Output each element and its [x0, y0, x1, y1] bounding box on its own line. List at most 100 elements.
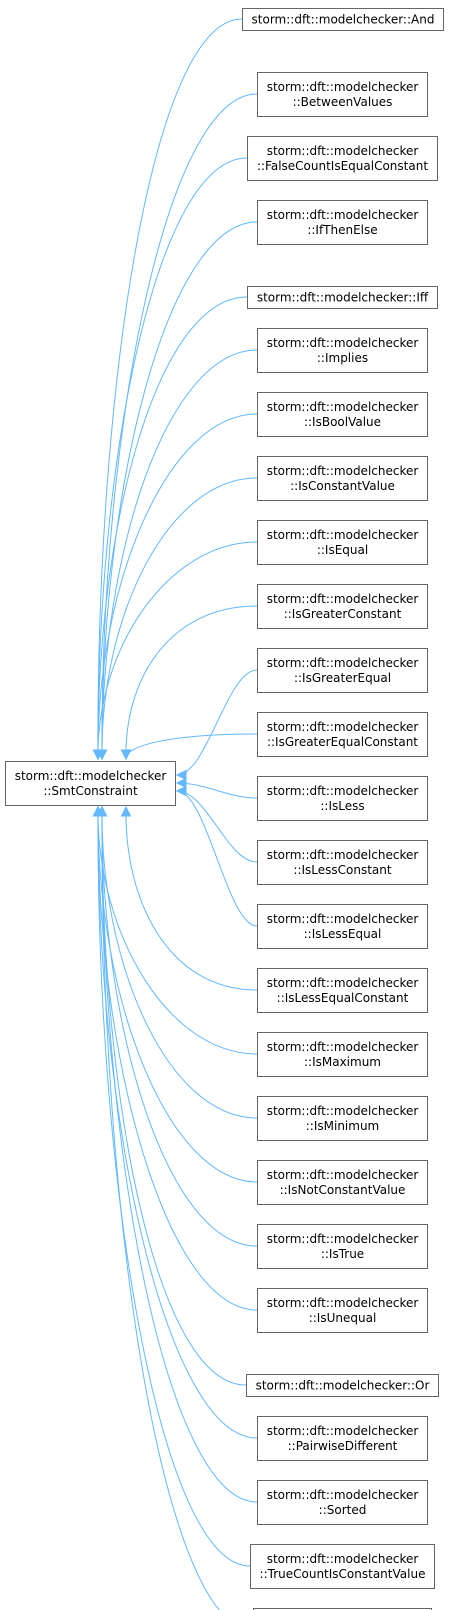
class-node-is-maximum-label-line-1: storm::dft::modelchecker: [267, 1040, 419, 1054]
class-node-sorted-box: [257, 1480, 428, 1525]
class-node-if-then-else[interactable]: storm::dft::modelchecker::IfThenElse: [257, 200, 428, 245]
class-node-is-constant-value[interactable]: storm::dft::modelchecker::IsConstantValu…: [257, 456, 428, 501]
class-node-is-not-constant-value[interactable]: storm::dft::modelchecker::IsNotConstantV…: [257, 1160, 428, 1205]
inheritance-edge-is-constant-value: [101, 477, 258, 760]
class-node-is-constant-value-box: [257, 456, 428, 501]
class-node-iff-label-line-1: storm::dft::modelchecker::Iff: [257, 291, 429, 305]
class-node-is-maximum[interactable]: storm::dft::modelchecker::IsMaximum: [257, 1032, 428, 1077]
class-node-is-unequal-box: [257, 1288, 428, 1333]
class-node-is-greater-equal-label-line-1: storm::dft::modelchecker: [267, 656, 419, 670]
inheritance-edge-false-count-is-equal-constant: [97, 157, 248, 760]
class-node-sorted-label-line-2: ::Sorted: [319, 1503, 367, 1517]
class-node-iff-box: [247, 286, 438, 309]
class-node-is-true[interactable]: storm::dft::modelchecker::IsTrue: [257, 1224, 428, 1269]
class-node-is-greater-equal-constant-label-line-2: ::IsGreaterEqualConstant: [267, 735, 418, 749]
class-node-pairwise-different-label-line-2: ::PairwiseDifferent: [288, 1439, 398, 1453]
class-nodes: storm::dft::modelchecker::SmtConstraints…: [5, 8, 444, 1610]
class-node-is-equal-label-line-2: ::IsEqual: [317, 543, 368, 557]
inheritance-edge-is-maximum: [97, 806, 258, 1055]
class-node-is-less-equal-constant-box: [257, 968, 428, 1013]
class-node-is-less-equal-constant-label-line-1: storm::dft::modelchecker: [267, 976, 419, 990]
class-node-is-less-equal-constant-label-line-2: ::IsLessEqualConstant: [277, 991, 409, 1005]
class-node-is-less-label-line-2: ::IsLess: [320, 799, 364, 813]
inheritance-edge-is-less: [176, 782, 258, 799]
class-node-is-maximum-box: [257, 1032, 428, 1077]
class-node-implies-box: [257, 328, 428, 373]
class-node-is-greater-equal[interactable]: storm::dft::modelchecker::IsGreaterEqual: [257, 648, 428, 693]
class-node-true-count-is-constant-value-box: [250, 1544, 435, 1589]
class-node-is-less[interactable]: storm::dft::modelchecker::IsLess: [257, 776, 428, 821]
inheritance-edge-is-greater-equal-constant: [125, 733, 258, 760]
base-class-node-label-line-1: storm::dft::modelchecker: [15, 769, 167, 783]
class-node-is-greater-constant-label-line-2: ::IsGreaterConstant: [284, 607, 402, 621]
base-class-node-label-line-2: ::SmtConstraint: [43, 784, 138, 798]
class-node-is-not-constant-value-box: [257, 1160, 428, 1205]
inheritance-edge-is-less-constant: [176, 790, 258, 863]
class-node-is-less-equal[interactable]: storm::dft::modelchecker::IsLessEqual: [257, 904, 428, 949]
base-class-node-box: [5, 761, 176, 806]
class-node-is-less-equal-label-line-1: storm::dft::modelchecker: [267, 912, 419, 926]
base-class-node[interactable]: storm::dft::modelchecker::SmtConstraint: [5, 761, 176, 806]
class-node-is-less-constant-label-line-2: ::IsLessConstant: [293, 863, 391, 877]
class-node-or-box: [246, 1374, 439, 1397]
class-node-is-less-equal-constant[interactable]: storm::dft::modelchecker::IsLessEqualCon…: [257, 968, 428, 1013]
class-node-is-not-constant-value-label-line-2: ::IsNotConstantValue: [280, 1183, 406, 1197]
class-node-between-values[interactable]: storm::dft::modelchecker::BetweenValues: [257, 72, 428, 117]
class-node-is-greater-constant-box: [257, 584, 428, 629]
inheritance-arrowhead-is-less: [175, 777, 187, 789]
class-node-false-count-is-equal-constant-label-line-1: storm::dft::modelchecker: [267, 144, 419, 158]
inheritance-edge-iff: [97, 296, 248, 760]
inheritance-arrowhead-is-less-equal-constant: [120, 805, 132, 817]
class-node-implies-label-line-1: storm::dft::modelchecker: [267, 336, 419, 350]
class-node-between-values-box: [257, 72, 428, 117]
inheritance-edges: [92, 18, 258, 1610]
inheritance-arrowhead-true-count-is-less-constant: [96, 805, 108, 817]
class-node-or-label-line-1: storm::dft::modelchecker::Or: [256, 1379, 430, 1393]
class-node-is-greater-constant[interactable]: storm::dft::modelchecker::IsGreaterConst…: [257, 584, 428, 629]
class-node-pairwise-different-label-line-1: storm::dft::modelchecker: [267, 1424, 419, 1438]
class-node-and[interactable]: storm::dft::modelchecker::And: [242, 8, 444, 31]
class-node-implies[interactable]: storm::dft::modelchecker::Implies: [257, 328, 428, 373]
inheritance-edge-true-count-is-constant-value: [97, 806, 251, 1567]
class-node-is-bool-value[interactable]: storm::dft::modelchecker::IsBoolValue: [257, 392, 428, 437]
class-node-sorted[interactable]: storm::dft::modelchecker::Sorted: [257, 1480, 428, 1525]
class-node-is-bool-value-box: [257, 392, 428, 437]
class-node-is-minimum[interactable]: storm::dft::modelchecker::IsMinimum: [257, 1096, 428, 1141]
class-node-is-equal[interactable]: storm::dft::modelchecker::IsEqual: [257, 520, 428, 565]
class-node-is-equal-label-line-1: storm::dft::modelchecker: [267, 528, 419, 542]
class-node-is-bool-value-label-line-2: ::IsBoolValue: [304, 415, 381, 429]
class-node-is-less-constant-label-line-1: storm::dft::modelchecker: [267, 848, 419, 862]
class-node-is-true-box: [257, 1224, 428, 1269]
class-node-pairwise-different[interactable]: storm::dft::modelchecker::PairwiseDiffer…: [257, 1416, 428, 1461]
class-node-is-greater-equal-constant-label-line-1: storm::dft::modelchecker: [267, 720, 419, 734]
class-node-is-maximum-label-line-2: ::IsMaximum: [304, 1055, 381, 1069]
class-node-true-count-is-constant-value[interactable]: storm::dft::modelchecker::TrueCountIsCon…: [250, 1544, 435, 1589]
class-node-true-count-is-less-constant[interactable]: storm::dft::modelchecker::TrueCountIsLes…: [253, 1608, 432, 1610]
class-node-implies-label-line-2: ::Implies: [317, 351, 368, 365]
class-node-is-unequal[interactable]: storm::dft::modelchecker::IsUnequal: [257, 1288, 428, 1333]
class-node-is-unequal-label-line-1: storm::dft::modelchecker: [267, 1296, 419, 1310]
inheritance-edge-sorted: [101, 806, 258, 1503]
class-node-iff[interactable]: storm::dft::modelchecker::Iff: [247, 286, 438, 309]
class-node-false-count-is-equal-constant-label-line-2: ::FalseCountIsEqualConstant: [257, 159, 428, 173]
inheritance-edge-is-minimum: [101, 806, 258, 1119]
class-node-false-count-is-equal-constant[interactable]: storm::dft::modelchecker::FalseCountIsEq…: [247, 136, 438, 181]
class-node-is-greater-constant-label-line-1: storm::dft::modelchecker: [267, 592, 419, 606]
inheritance-edge-is-bool-value: [97, 413, 258, 760]
inheritance-edge-is-greater-equal: [176, 669, 258, 776]
inheritance-arrowhead-is-equal: [92, 749, 104, 761]
inheritance-edge-true-count-is-less-constant: [101, 806, 220, 1610]
class-node-false-count-is-equal-constant-box: [247, 136, 438, 181]
class-node-between-values-label-line-2: ::BetweenValues: [293, 95, 393, 109]
class-node-is-not-constant-value-label-line-1: storm::dft::modelchecker: [267, 1168, 419, 1182]
inheritance-edge-if-then-else: [101, 221, 258, 760]
class-node-is-unequal-label-line-2: ::IsUnequal: [309, 1311, 377, 1325]
class-node-is-greater-equal-constant[interactable]: storm::dft::modelchecker::IsGreaterEqual…: [257, 712, 428, 757]
class-node-or[interactable]: storm::dft::modelchecker::Or: [246, 1374, 439, 1397]
class-node-is-minimum-box: [257, 1096, 428, 1141]
inheritance-edge-and: [97, 18, 243, 760]
class-node-is-less-label-line-1: storm::dft::modelchecker: [267, 784, 419, 798]
class-node-is-less-constant[interactable]: storm::dft::modelchecker::IsLessConstant: [257, 840, 428, 885]
class-node-is-true-label-line-2: ::IsTrue: [321, 1247, 364, 1261]
